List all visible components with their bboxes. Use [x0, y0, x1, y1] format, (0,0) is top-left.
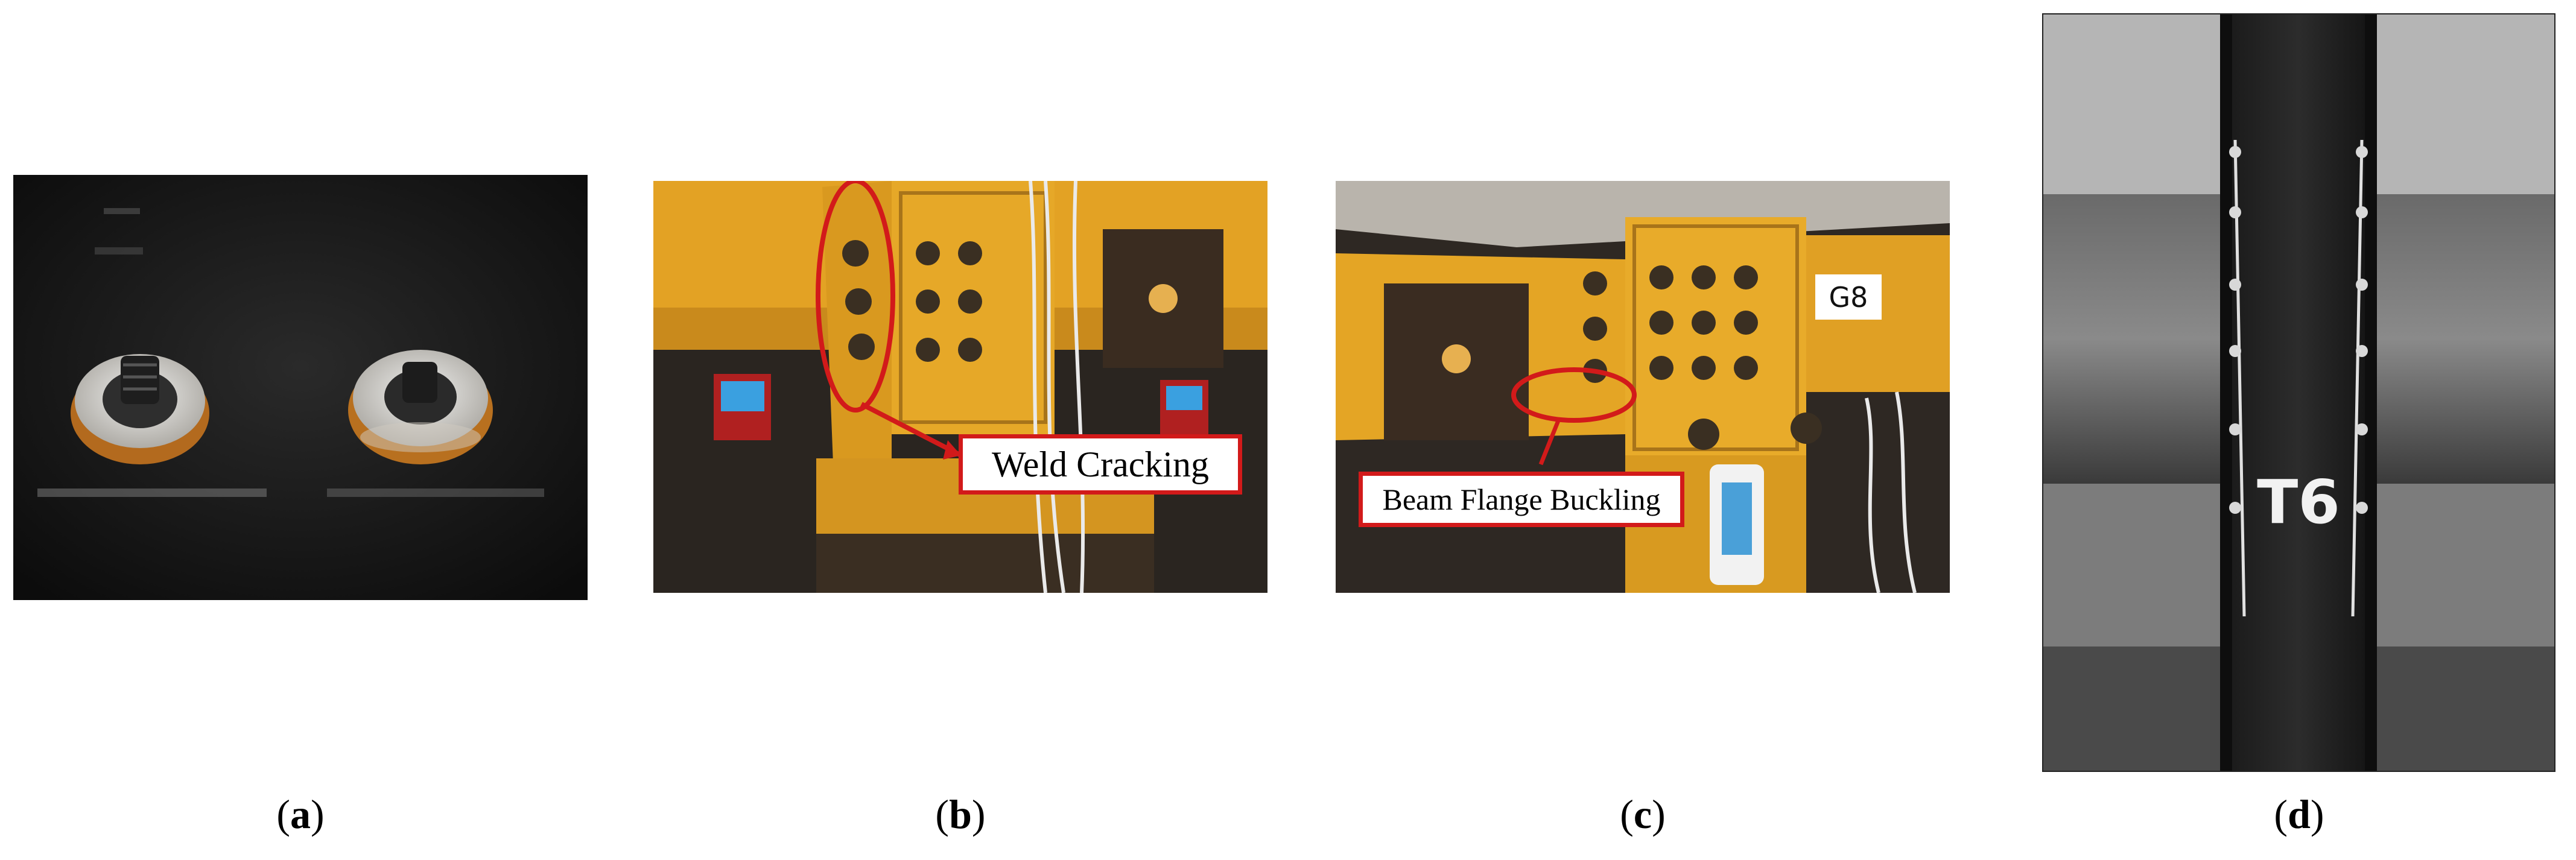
- bolt-specimens-photo: [13, 175, 588, 600]
- caption-d: (d): [2274, 791, 2324, 837]
- caption-c: (c): [1620, 791, 1666, 837]
- weld-cracking-photo: [653, 181, 1267, 593]
- caption-b: (b): [935, 791, 986, 837]
- beam-flange-buckling-photo: [1336, 181, 1950, 593]
- beam-flange-buckling-callout: Beam Flange Buckling: [1359, 472, 1684, 527]
- caption-b-letter: b: [949, 791, 972, 837]
- joint-t6-photo: [2042, 13, 2555, 772]
- caption-a: (a): [276, 791, 325, 837]
- weld-cracking-callout: Weld Cracking: [959, 434, 1242, 495]
- photo-panel-c: G8 Beam Flange Buckling: [1336, 181, 1950, 593]
- specimen-tag-t6: T6: [2257, 466, 2340, 537]
- caption-d-letter: d: [2288, 791, 2311, 837]
- caption-c-letter: c: [1633, 791, 1652, 837]
- photo-panel-a: [13, 175, 588, 600]
- photo-panel-d: T6: [2042, 13, 2555, 772]
- photo-panel-b: Weld Cracking: [653, 181, 1267, 593]
- caption-a-letter: a: [290, 791, 311, 837]
- specimen-tag-g8: G8: [1815, 274, 1882, 320]
